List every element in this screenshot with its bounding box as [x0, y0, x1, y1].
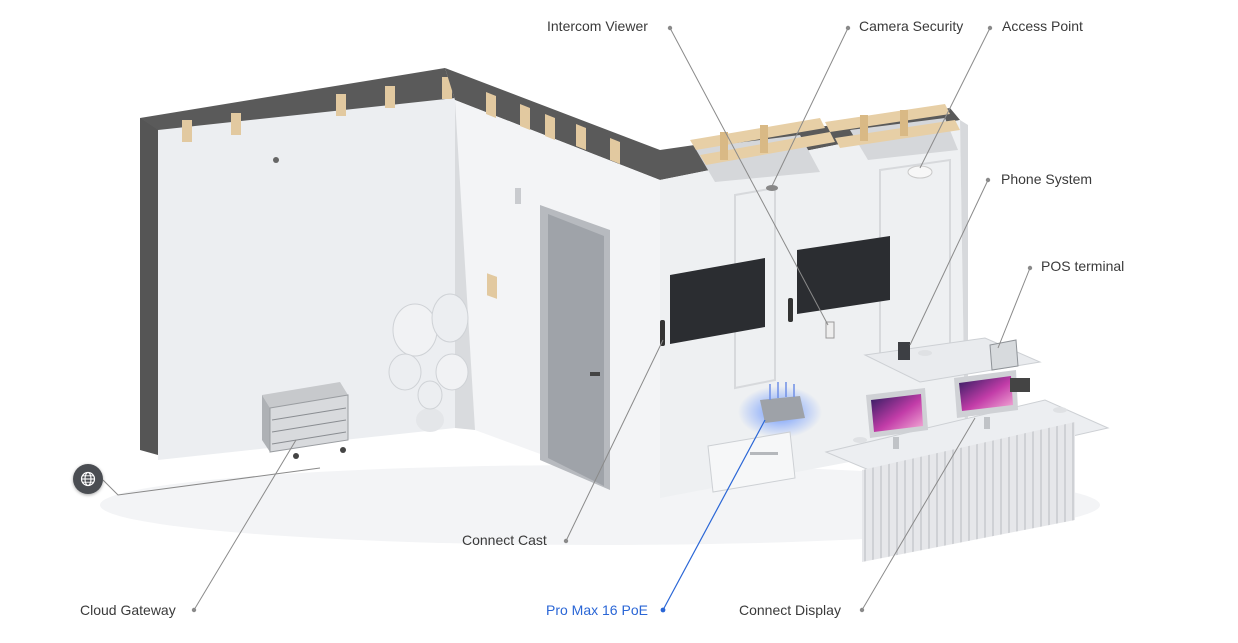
- leader-pos-terminal: [997, 267, 1031, 349]
- access-point-device: [907, 165, 933, 179]
- poe-switch: [738, 382, 822, 438]
- leader-globe: [102, 467, 321, 496]
- label-connect-cast[interactable]: Connect Cast: [462, 532, 547, 548]
- label-pro-max-16-poe[interactable]: Pro Max 16 PoE: [546, 602, 648, 618]
- intercom-device: [825, 321, 835, 339]
- reception-desk: [824, 337, 1110, 562]
- label-camera-security[interactable]: Camera Security: [859, 18, 964, 34]
- leader-lines: [102, 27, 1031, 611]
- label-access-point[interactable]: Access Point: [1002, 18, 1083, 34]
- leader-access-point: [919, 27, 991, 169]
- right-wall: [445, 68, 660, 498]
- pro-max-dot: [660, 607, 666, 613]
- plant: [388, 293, 469, 432]
- label-dots: [191, 25, 1033, 613]
- label-connect-display[interactable]: Connect Display: [739, 602, 841, 618]
- leader-camera-security: [771, 27, 849, 187]
- label-pos-terminal[interactable]: POS terminal: [1041, 258, 1125, 274]
- globe-button[interactable]: [73, 464, 103, 494]
- leader-phone-system: [909, 179, 989, 346]
- cabinet: [707, 431, 796, 493]
- floor-shadow: [100, 465, 1100, 545]
- leader-pro-max: [662, 419, 766, 611]
- label-cloud-gateway[interactable]: Cloud Gateway: [80, 602, 176, 618]
- label-intercom-viewer[interactable]: Intercom Viewer: [547, 18, 648, 34]
- label-phone-system[interactable]: Phone System: [1001, 171, 1093, 187]
- leader-connect-display: [861, 417, 976, 611]
- globe-icon: [80, 471, 96, 487]
- server-rack: [262, 382, 349, 459]
- camera-device: [766, 185, 778, 191]
- leader-cloud-gateway: [193, 439, 297, 611]
- leader-connect-cast: [565, 339, 664, 542]
- leader-intercom-viewer: [669, 27, 829, 326]
